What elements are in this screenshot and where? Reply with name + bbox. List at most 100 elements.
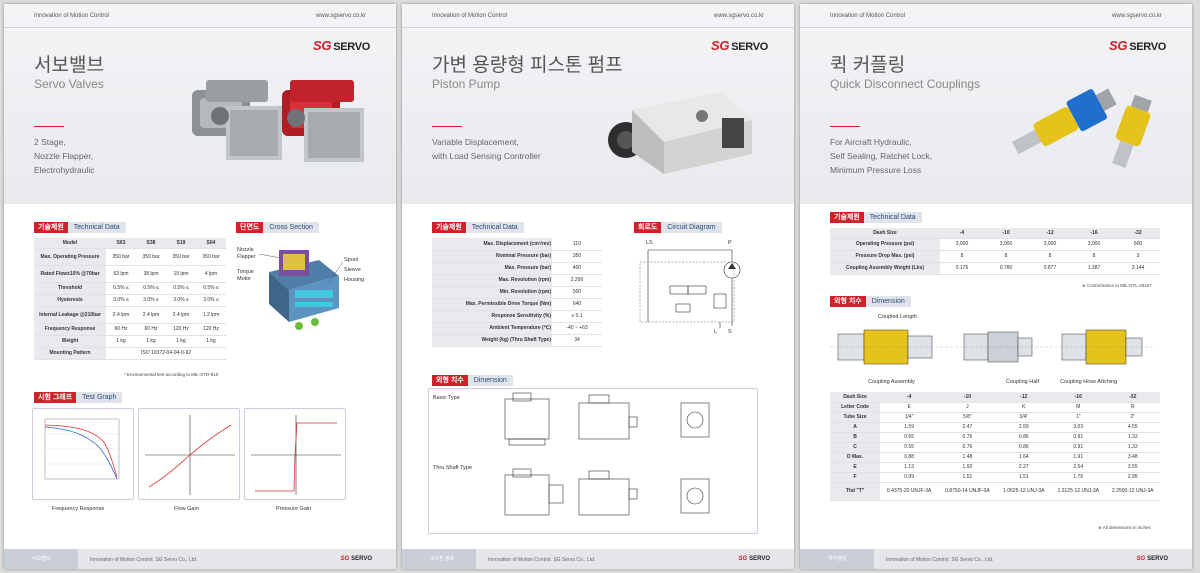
pressure-gain-plot xyxy=(251,415,341,495)
header-url[interactable]: www.sgservo.co.kr xyxy=(713,13,764,19)
page-title-ko: 가변 용량형 피스톤 펌프 xyxy=(432,55,623,76)
caption-flow-gain: Flow Gain xyxy=(174,506,199,512)
pump-tech-table: Max. Displacement (cm³/rev)110 Nominal P… xyxy=(432,238,602,347)
label-nozzle: Nozzle xyxy=(237,247,254,253)
label-torque: Torque xyxy=(237,269,254,275)
header-url[interactable]: www.sgservo.co.kr xyxy=(1111,13,1162,19)
product-description: 2 Stage,Nozzle Flapper,Electrohydraulic xyxy=(34,137,95,175)
pressure-gain-graph xyxy=(244,408,346,500)
label-spool: Spool xyxy=(344,257,359,263)
coupling-tech-table: Dash Size-4-10-12-16-32 Operating Pressu… xyxy=(830,228,1160,275)
table-row: Max. Pressure (bar)400 xyxy=(432,262,602,275)
page-header: Innovation of Motion Control www.sgservo… xyxy=(800,4,1192,28)
label-flapper: Flapper xyxy=(237,254,256,260)
circuit-diagram xyxy=(639,249,741,328)
page-title-ko: 퀵 커플링 xyxy=(830,55,906,76)
coupling-dimension-drawings xyxy=(830,329,1154,365)
page-footer: 서보밸브 Innovation of Motion Control. SG Se… xyxy=(4,549,396,569)
page-footer: 피스톤 펌프 Innovation of Motion Control. SG … xyxy=(402,549,794,569)
circuit-label-l: L xyxy=(714,329,718,335)
product-description: Variable Displacement,with Load Sensing … xyxy=(432,137,541,161)
header-url[interactable]: www.sgservo.co.kr xyxy=(315,13,366,19)
header-tagline: Innovation of Motion Control xyxy=(34,13,110,19)
piston-pump-photo xyxy=(608,92,752,174)
label-sleeve: Sleeve xyxy=(344,267,361,273)
table-row: Max. Displacement (cm³/rev)110 xyxy=(432,238,602,251)
table-row: Min. Revolution (rpm)500 xyxy=(432,286,602,299)
table-row: Nominal Pressure (bar)350 xyxy=(432,250,602,263)
hero-band xyxy=(800,4,1192,204)
frequency-response-graph xyxy=(32,408,134,500)
cross-section-drawing xyxy=(259,250,344,330)
accent-line xyxy=(830,126,860,127)
table-row: Max. Permissible Drive Torque (Nm)640 xyxy=(432,298,602,311)
basic-type-label: Basic Type xyxy=(433,395,460,401)
coupled-length-label: Coupled Length xyxy=(878,314,917,320)
flow-gain-graph xyxy=(138,408,240,500)
accent-line xyxy=(432,126,462,127)
header-tagline: Innovation of Motion Control xyxy=(432,13,508,19)
page-header: Innovation of Motion Control www.sgservo… xyxy=(4,4,396,28)
table-row: Ambient Temperature (℃)-40 ~ +63 xyxy=(432,322,602,335)
table-row: Response Sensitivity (%)≤ 0.1 xyxy=(432,310,602,323)
caption-frequency-response: Frequency Response xyxy=(52,506,105,512)
table-header-row: Dash Size-4-10-12-16-32 xyxy=(830,228,1160,239)
caption-coupling-hose: Coupling Hose Attching xyxy=(1060,379,1118,385)
footer-company: Innovation of Motion Control. SG Servo C… xyxy=(886,557,994,563)
caption-coupling-half: Coupling Half xyxy=(1006,379,1040,385)
page-title-en: Piston Pump xyxy=(432,77,501,91)
footer-section-tag: 서보밸브 xyxy=(4,549,78,569)
table-note: * Environmental test according to MIL-ST… xyxy=(124,372,219,377)
footer-company: Innovation of Motion Control. SG Servo C… xyxy=(90,557,198,563)
page-quick-couplings: Innovation of Motion Control www.sgservo… xyxy=(800,4,1192,569)
page-header: Innovation of Motion Control www.sgservo… xyxy=(402,4,794,28)
label-motor: Motor xyxy=(237,276,252,282)
table-row: Weight (kg) (Thru Shaft Type)34 xyxy=(432,334,602,347)
accent-line xyxy=(34,126,64,127)
page-footer: 퀵커플링 Innovation of Motion Control. SG Se… xyxy=(800,549,1192,569)
frequency-response-plot xyxy=(44,418,120,480)
footer-company: Innovation of Motion Control. SG Servo C… xyxy=(488,557,596,563)
table-header-row: Dash Size-4-10-12-16-32 xyxy=(830,392,1160,403)
circuit-label-s: S xyxy=(728,329,732,335)
coupling-photo xyxy=(1011,88,1152,168)
footer-logo: SG SERVO xyxy=(738,556,770,562)
footer-logo: SG SERVO xyxy=(340,556,372,562)
header-tagline: Innovation of Motion Control xyxy=(830,13,906,19)
mil-spec-note: ※ Conformance to MIL-DTL-25427 xyxy=(1082,283,1152,288)
page-title-en: Servo Valves xyxy=(34,77,104,91)
product-description: For Aircraft Hydraulic,Self Sealing, Rat… xyxy=(830,137,933,175)
caption-pressure-gain: Pressure Gain xyxy=(276,506,312,512)
label-housing: Housing xyxy=(344,277,365,283)
